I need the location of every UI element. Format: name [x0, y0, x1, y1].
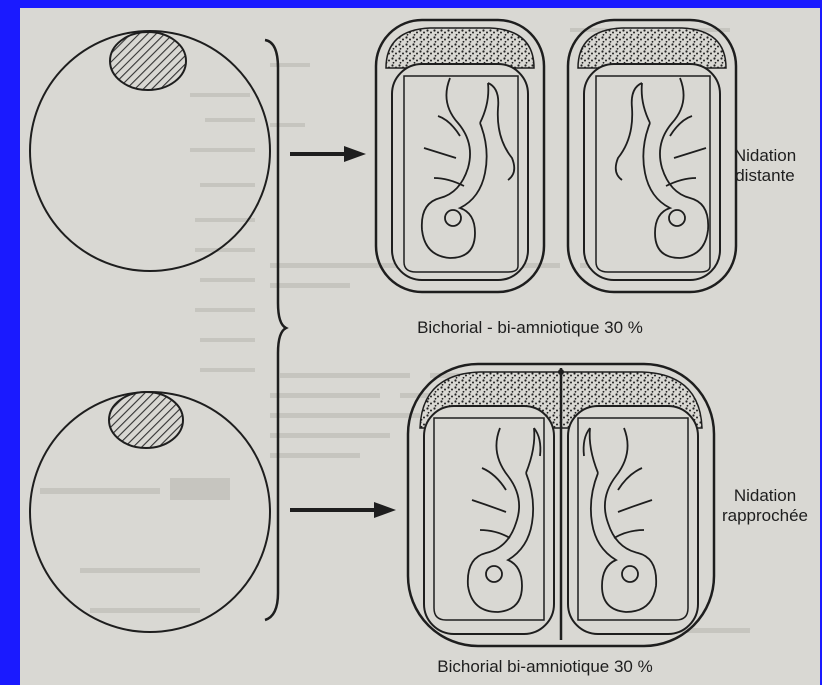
twin-diagram — [20, 8, 820, 685]
nidation-bottom-line1: Nidation — [720, 486, 810, 506]
embryonic-mass-bottom — [109, 392, 183, 448]
sac-top-right — [568, 20, 736, 292]
caption-bottom: Bichorial bi-amniotique 30 % — [415, 657, 675, 677]
egg-top — [30, 31, 270, 271]
embryonic-mass-top — [110, 32, 186, 90]
caption-top: Bichorial - bi-amniotique 30 % — [415, 318, 645, 338]
nidation-bottom-line2: rapprochée — [720, 506, 810, 526]
arrow-top — [290, 146, 366, 162]
nidation-top-line1: Nidation — [720, 146, 810, 166]
nidation-label-bottom: Nidation rapprochée — [720, 486, 810, 526]
scanned-page: Bichorial - bi-amniotique 30 % Nidation … — [20, 8, 820, 685]
sac-top-left — [376, 20, 544, 292]
nidation-label-top: Nidation distante — [720, 146, 810, 186]
egg-bottom — [30, 392, 270, 632]
arrow-bottom — [290, 502, 396, 518]
sac-bottom-fused — [408, 364, 714, 646]
nidation-top-line2: distante — [720, 166, 810, 186]
